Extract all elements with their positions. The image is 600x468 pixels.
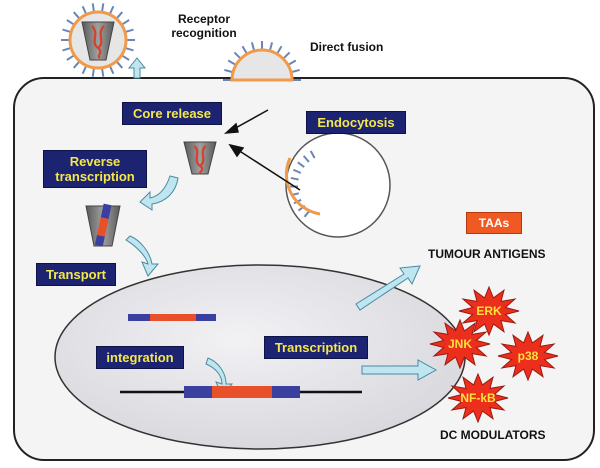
output-arrows	[355, 265, 438, 381]
modulator-label: p38	[518, 349, 539, 363]
receptor-arrow	[127, 57, 147, 79]
direct-fusion-label: Direct fusion	[310, 40, 384, 54]
modulator-nfkb: NF-kB	[447, 372, 509, 424]
integration-label: integration	[96, 346, 184, 369]
modulator-label: JNK	[448, 337, 472, 351]
reverse-transcription-label: Reverse transcription	[43, 150, 147, 188]
tumour-antigens-label: TUMOUR ANTIGENS	[428, 247, 546, 261]
transport-label: Transport	[36, 263, 116, 286]
host-chromosome	[120, 386, 362, 398]
reverse-line2: transcription	[55, 169, 135, 184]
thin-arrows	[223, 109, 301, 191]
endocytic-vesicle	[284, 132, 391, 238]
modulator-label: ERK	[476, 304, 502, 318]
starburst-shape	[458, 285, 520, 337]
core-release-label: Core release	[122, 102, 222, 125]
virion-receptor-bound	[61, 3, 135, 77]
reverse-line1: Reverse	[69, 154, 121, 169]
starburst-shape	[497, 330, 559, 382]
receptor-line2: recognition	[171, 26, 237, 40]
virion-direct-fusion	[223, 41, 301, 82]
taas-box: TAAs	[466, 212, 522, 234]
endocytosis-label: Endocytosis	[306, 111, 406, 134]
provirus-fragment	[128, 314, 216, 321]
transcription-label: Transcription	[264, 336, 368, 359]
modulator-p38: p38	[497, 330, 559, 382]
starburst-shape	[429, 318, 491, 370]
modulator-jnk: JNK	[429, 318, 491, 370]
modulator-label: NF-kB	[460, 391, 496, 405]
receptor-line1: Receptor	[177, 12, 230, 26]
dc-modulators-label: DC MODULATORS	[440, 428, 546, 442]
receptor-recognition-label: Receptor recognition	[154, 12, 254, 40]
modulator-erk: ERK	[458, 285, 520, 337]
reverse-transcribed-core	[85, 203, 121, 247]
released-core	[183, 141, 217, 175]
starburst-shape	[447, 372, 509, 424]
